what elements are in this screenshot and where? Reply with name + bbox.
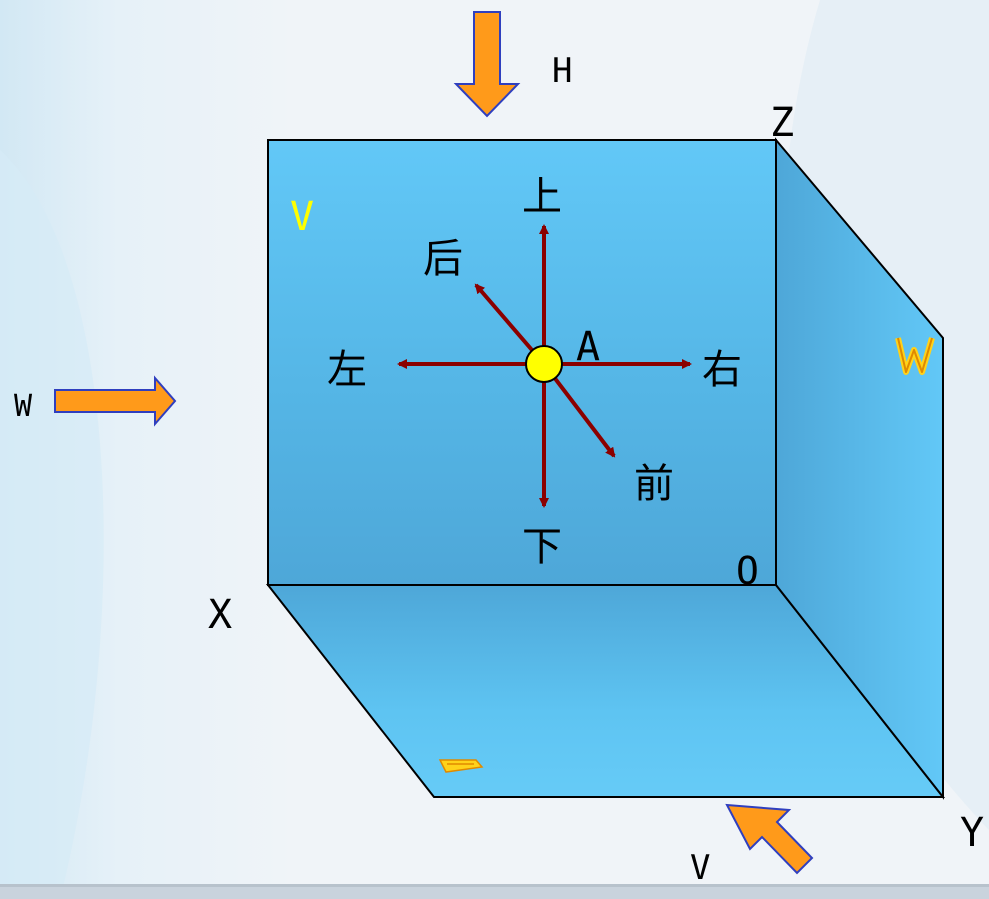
bottom-bar-edge [0,884,989,887]
v-projection-arrow [725,803,814,875]
point-a [525,345,563,383]
direction-front-label: 前 [634,461,674,507]
background-swoosh-left [0,150,104,899]
direction-back-label: 后 [423,236,463,282]
bottom-bar [0,884,989,899]
h-arrow-label: H [552,51,572,91]
direction-up-label: 上 [522,174,562,220]
arrow-front [542,362,616,458]
w-arrow-label: W [14,389,33,424]
v-arrow-label: V [690,848,710,888]
axis-y-label: Y [960,810,984,856]
direction-down-label: 下 [522,524,562,570]
w-projection-arrow [54,375,177,427]
plane-h-mark-icon [438,759,484,773]
axis-z-label: Z [770,100,794,146]
direction-right-label: 右 [702,347,742,393]
plane-v-label: V [290,194,314,240]
point-a-label: A [576,324,600,370]
direction-left-label: 左 [327,347,367,393]
axis-x-label: X [208,592,232,638]
origin-label: O [736,549,759,593]
plane-w-mark-icon [895,337,935,375]
h-projection-arrow [453,11,521,118]
